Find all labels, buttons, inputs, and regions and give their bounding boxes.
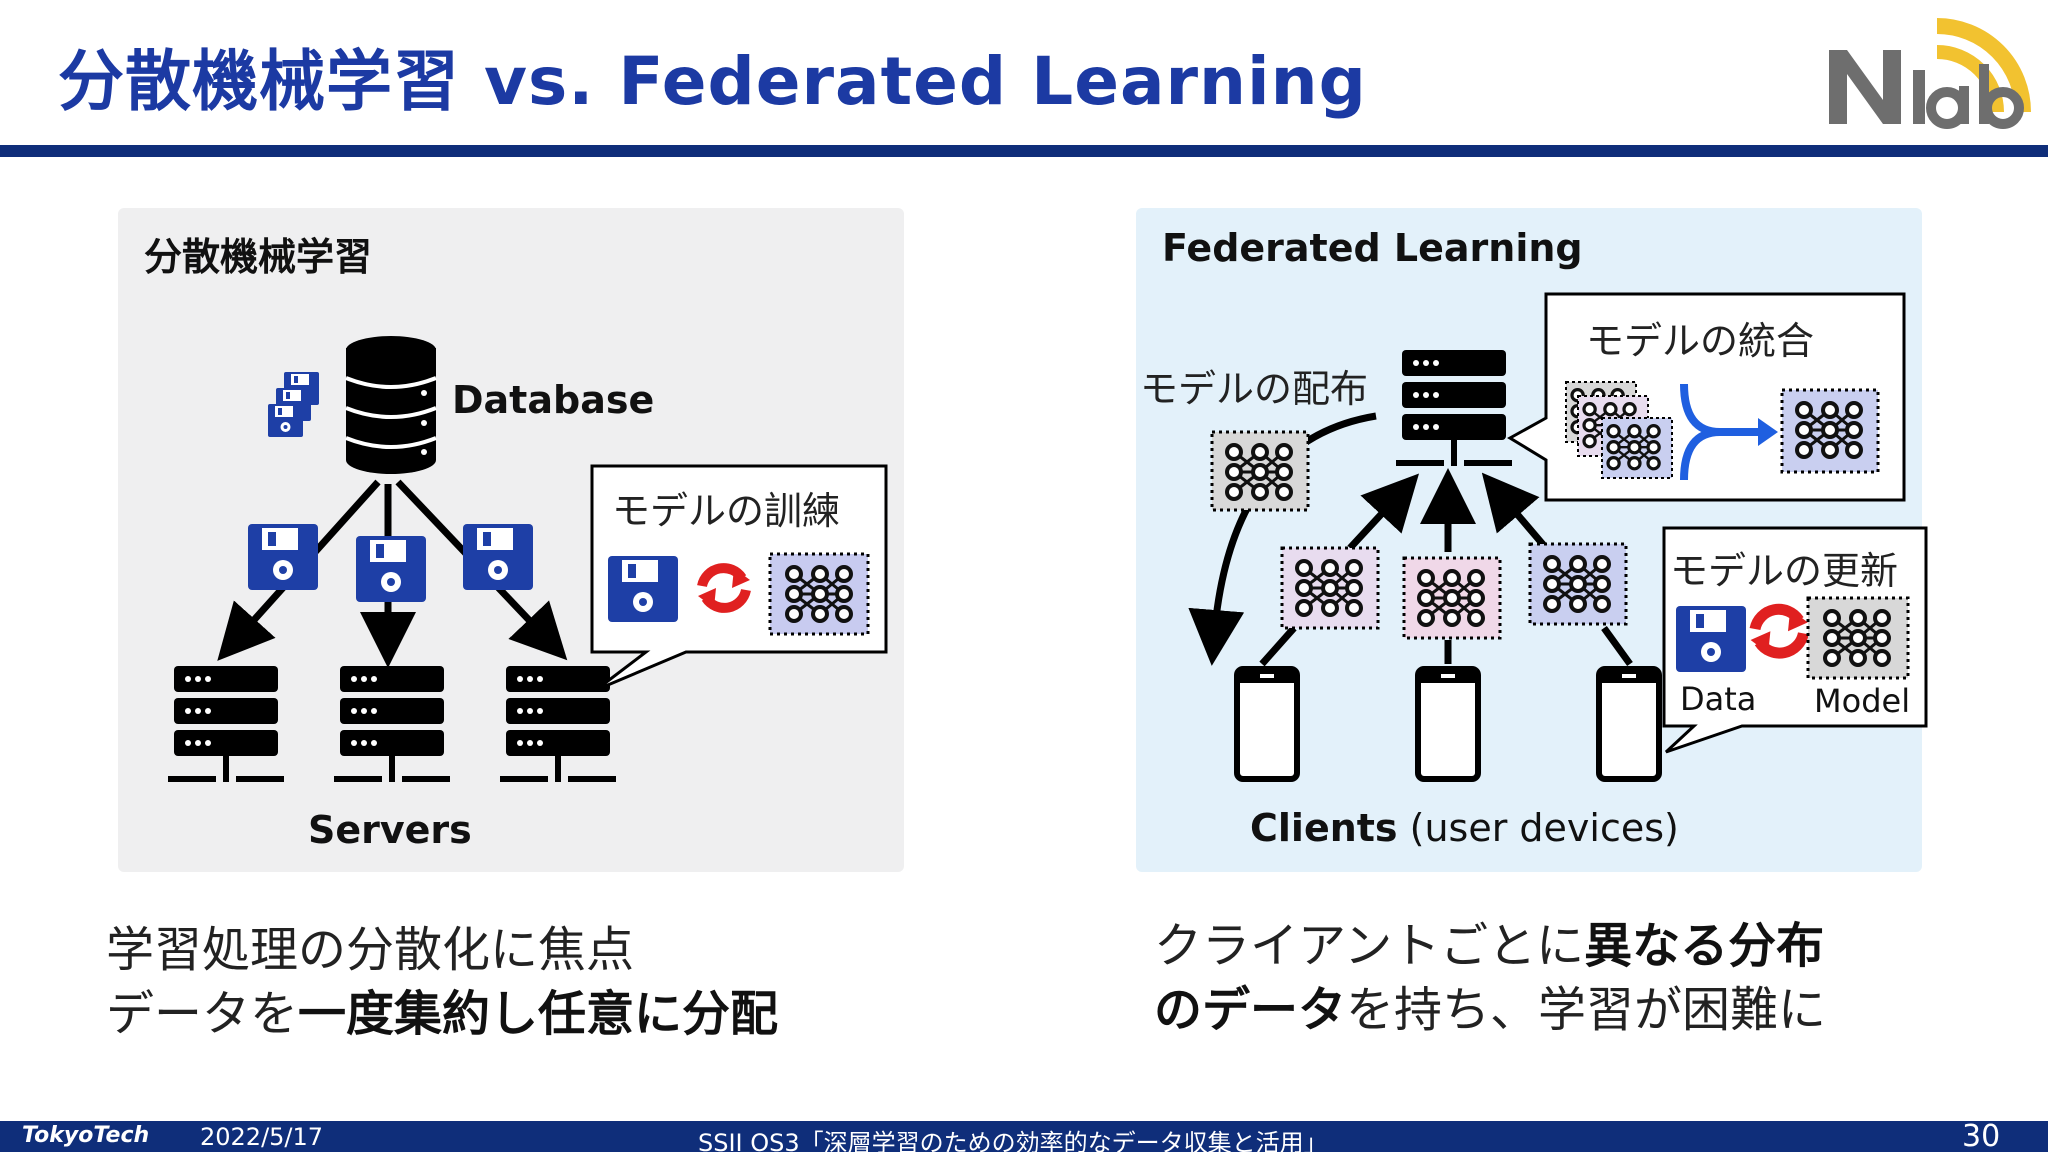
database-icon xyxy=(345,336,437,474)
model-icon xyxy=(768,552,870,636)
page-title: 分散機械学習 vs. Federated Learning xyxy=(58,43,1367,120)
training-callout-label: モデルの訓練 xyxy=(612,489,841,533)
footer-bar: TokyoTech 2022/5/17 SSII OS3「深層学習のための効率的… xyxy=(0,1119,2048,1157)
client-phone-icon xyxy=(1237,669,1297,779)
model-label: Model xyxy=(1814,682,1911,720)
client-model-icon xyxy=(1528,542,1628,626)
distributed-model-icon xyxy=(1210,430,1310,512)
database-label: Database xyxy=(452,378,655,422)
clients-label-rest: (user devices) xyxy=(1397,806,1679,850)
global-model-icon xyxy=(1780,388,1880,474)
floppy-disk-icon xyxy=(1676,606,1746,672)
model-icon xyxy=(1806,596,1910,680)
update-label: モデルの更新 xyxy=(1670,549,1899,593)
data-label: Data xyxy=(1680,680,1757,718)
client-model-icon xyxy=(1402,556,1502,640)
clients-label-bold: Clients xyxy=(1250,806,1398,850)
footer-institution: TokyoTech xyxy=(22,1123,150,1148)
servers-label: Servers xyxy=(308,808,472,852)
clients-label: Clients (user devices) xyxy=(1250,806,1679,850)
panel-title-distributed: 分散機械学習 xyxy=(144,235,373,279)
upload-arrow-left xyxy=(1347,473,1420,551)
footer-event: SSII OS3「深層学習のための効率的なデータ収集と活用」 xyxy=(698,1129,1328,1157)
merge-arrow-icon xyxy=(1680,383,1778,481)
footer-date: 2022/5/17 xyxy=(200,1123,324,1151)
panel-title-federated: Federated Learning xyxy=(1162,226,1583,270)
nlab-logo xyxy=(1829,18,2031,129)
distribute-label: モデルの配布 xyxy=(1140,367,1369,411)
right-caption-line2-bold: のデータ xyxy=(1154,982,1347,1038)
aggregate-label: モデルの統合 xyxy=(1586,319,1815,363)
right-caption-line2-plain: を持ち、学習が困難に xyxy=(1346,982,1827,1038)
upload-arrow-right xyxy=(1481,472,1549,551)
stacked-models-icon xyxy=(1565,381,1673,479)
left-caption-line2-plain: データを xyxy=(106,986,299,1042)
right-caption: クライアントごとに異なる分布 のデータを持ち、学習が困難に xyxy=(1154,914,1826,1042)
left-caption-line1: 学習処理の分散化に焦点 xyxy=(106,922,635,978)
client-phone-icon xyxy=(1599,669,1659,779)
page-number: 30 xyxy=(1962,1119,2001,1154)
right-caption-line1-plain: クライアントごとに xyxy=(1154,918,1585,974)
left-caption: 学習処理の分散化に焦点 データを一度集約し任意に分配 xyxy=(106,918,778,1046)
central-server-icon xyxy=(1396,350,1512,466)
client-model-icon xyxy=(1280,546,1380,630)
right-caption-line1-bold: 異なる分布 xyxy=(1584,918,1825,974)
client-phone-icon xyxy=(1418,669,1478,779)
title-divider xyxy=(0,145,2048,157)
left-caption-line2-bold: 一度集約し任意に分配 xyxy=(298,986,779,1042)
